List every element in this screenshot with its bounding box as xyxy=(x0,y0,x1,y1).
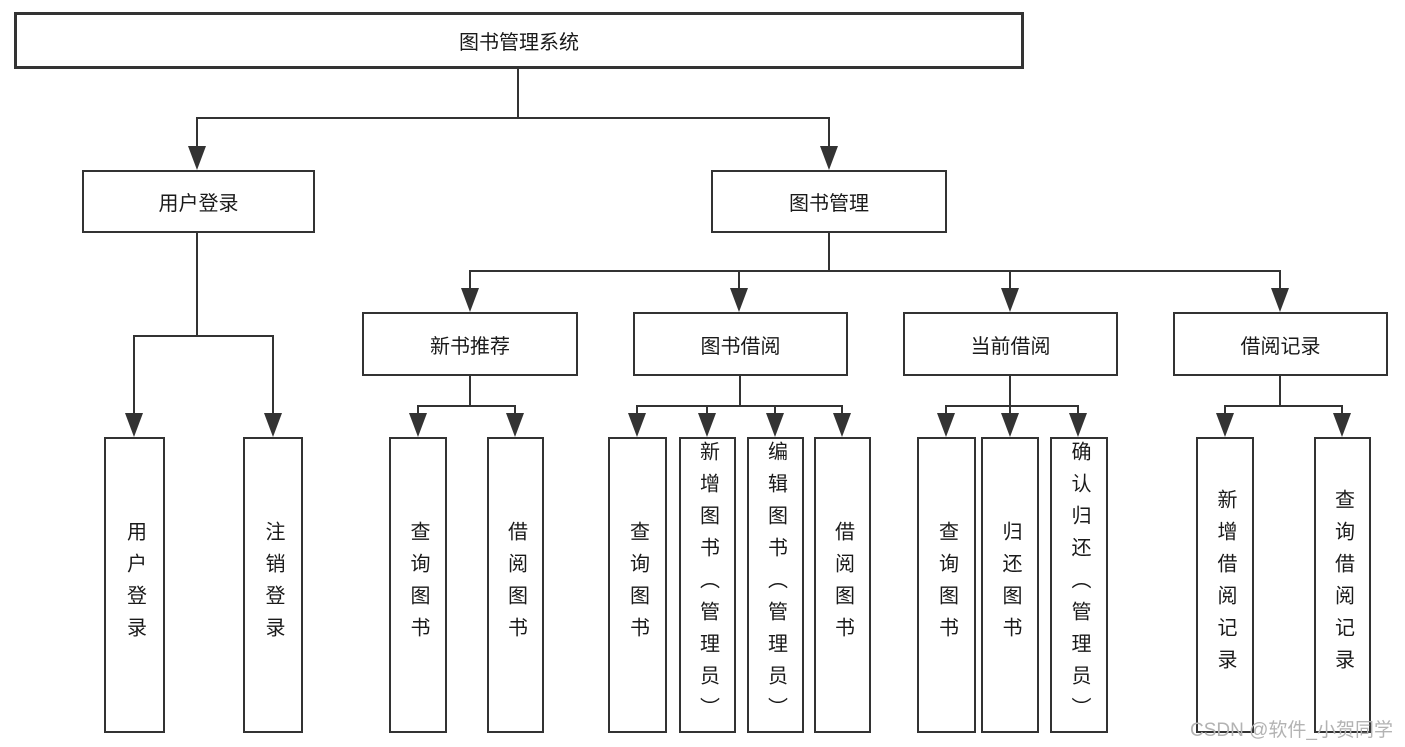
arrow-down-icon xyxy=(264,413,282,437)
connector-line xyxy=(1279,270,1281,290)
leaf-bb-query-books-label: 查询图书 xyxy=(626,521,649,649)
leaf-cb-return-books-label: 归还图书 xyxy=(999,521,1021,649)
connector-line xyxy=(1009,405,1011,415)
node-root: 图书管理系统 xyxy=(14,12,1024,69)
connector-line xyxy=(469,270,1281,272)
arrow-down-icon xyxy=(628,413,646,437)
leaf-bb-borrow-books: 借阅图书 xyxy=(814,437,871,733)
node-new-book-recommend-label: 新书推荐 xyxy=(430,335,510,358)
connector-line xyxy=(945,405,947,415)
leaf-logout: 注销登录 xyxy=(243,437,303,733)
arrow-down-icon xyxy=(833,413,851,437)
node-book-management: 图书管理 xyxy=(711,170,947,233)
leaf-nb-query-books: 查询图书 xyxy=(389,437,447,733)
node-book-borrowing: 图书借阅 xyxy=(633,312,848,376)
leaf-user-login-label: 用户登录 xyxy=(123,521,146,649)
connector-line xyxy=(828,117,830,150)
leaf-cb-query-books-label: 查询图书 xyxy=(935,521,958,649)
arrow-down-icon xyxy=(1271,288,1289,312)
connector-line xyxy=(738,270,740,290)
arrow-down-icon xyxy=(820,146,838,170)
connector-line xyxy=(514,405,516,415)
leaf-nb-query-books-label: 查询图书 xyxy=(407,521,429,649)
leaf-user-login: 用户登录 xyxy=(104,437,165,733)
connector-line xyxy=(841,405,843,415)
connector-line xyxy=(1224,405,1343,407)
connector-line xyxy=(196,233,198,337)
leaf-bb-query-books: 查询图书 xyxy=(608,437,667,733)
leaf-cb-confirm-return-admin-label: 确认归还（管理员） xyxy=(1068,441,1090,729)
arrow-down-icon xyxy=(1001,413,1019,437)
leaf-bb-borrow-books-label: 借阅图书 xyxy=(831,521,854,649)
connector-line xyxy=(196,117,830,119)
leaf-bb-add-books-admin: 新增图书（管理员） xyxy=(679,437,736,733)
connector-line xyxy=(417,405,419,415)
arrow-down-icon xyxy=(461,288,479,312)
arrow-down-icon xyxy=(937,413,955,437)
connector-line xyxy=(1224,405,1226,415)
node-new-book-recommend: 新书推荐 xyxy=(362,312,578,376)
arrow-down-icon xyxy=(506,413,524,437)
node-user-login: 用户登录 xyxy=(82,170,315,233)
connector-line xyxy=(1279,376,1281,407)
node-book-borrowing-label: 图书借阅 xyxy=(700,335,781,358)
arrow-down-icon xyxy=(1216,413,1234,437)
arrow-down-icon xyxy=(125,413,143,437)
leaf-cb-return-books: 归还图书 xyxy=(981,437,1039,733)
node-current-borrowing-label: 当前借阅 xyxy=(970,335,1051,358)
arrow-down-icon xyxy=(698,413,716,437)
connector-line xyxy=(774,405,776,415)
connector-line xyxy=(469,270,471,290)
connector-line xyxy=(1077,405,1079,415)
connector-line xyxy=(636,405,843,407)
connector-line xyxy=(636,405,638,415)
connector-line xyxy=(1009,376,1011,407)
arrow-down-icon xyxy=(409,413,427,437)
connector-line xyxy=(945,405,1079,407)
connector-line xyxy=(417,405,516,407)
leaf-nb-borrow-books: 借阅图书 xyxy=(487,437,544,733)
leaf-bb-edit-books-admin-label: 编辑图书（管理员） xyxy=(764,441,787,729)
node-current-borrowing: 当前借阅 xyxy=(903,312,1118,376)
arrow-down-icon xyxy=(766,413,784,437)
arrow-down-icon xyxy=(188,146,206,170)
node-user-login-label: 用户登录 xyxy=(158,193,239,215)
connector-line xyxy=(706,405,708,415)
node-borrow-records: 借阅记录 xyxy=(1173,312,1388,376)
leaf-nb-borrow-books-label: 借阅图书 xyxy=(504,521,527,649)
leaf-bb-edit-books-admin: 编辑图书（管理员） xyxy=(747,437,804,733)
connector-line xyxy=(517,69,519,119)
leaf-br-query-record-label: 查询借阅记录 xyxy=(1331,489,1354,681)
connector-line xyxy=(1341,405,1343,415)
connector-line xyxy=(196,117,198,150)
leaf-br-add-record-label: 新增借阅记录 xyxy=(1214,489,1236,681)
leaf-cb-query-books: 查询图书 xyxy=(917,437,976,733)
connector-line xyxy=(272,335,274,415)
leaf-bb-add-books-admin-label: 新增图书（管理员） xyxy=(696,441,719,729)
connector-line xyxy=(739,376,741,407)
connector-line xyxy=(469,376,471,407)
node-root-label: 图书管理系统 xyxy=(459,32,579,54)
connector-line xyxy=(828,233,830,272)
arrow-down-icon xyxy=(730,288,748,312)
leaf-logout-label: 注销登录 xyxy=(262,521,284,649)
connector-line xyxy=(1009,270,1011,290)
connector-line xyxy=(133,335,274,337)
arrow-down-icon xyxy=(1333,413,1351,437)
watermark: CSDN @软件_小贺同学 xyxy=(1190,720,1393,741)
arrow-down-icon xyxy=(1069,413,1087,437)
node-book-management-label: 图书管理 xyxy=(789,193,869,215)
node-borrow-records-label: 借阅记录 xyxy=(1240,335,1321,358)
leaf-br-query-record: 查询借阅记录 xyxy=(1314,437,1371,733)
arrow-down-icon xyxy=(1001,288,1019,312)
leaf-cb-confirm-return-admin: 确认归还（管理员） xyxy=(1050,437,1108,733)
leaf-br-add-record: 新增借阅记录 xyxy=(1196,437,1254,733)
connector-line xyxy=(133,335,135,415)
